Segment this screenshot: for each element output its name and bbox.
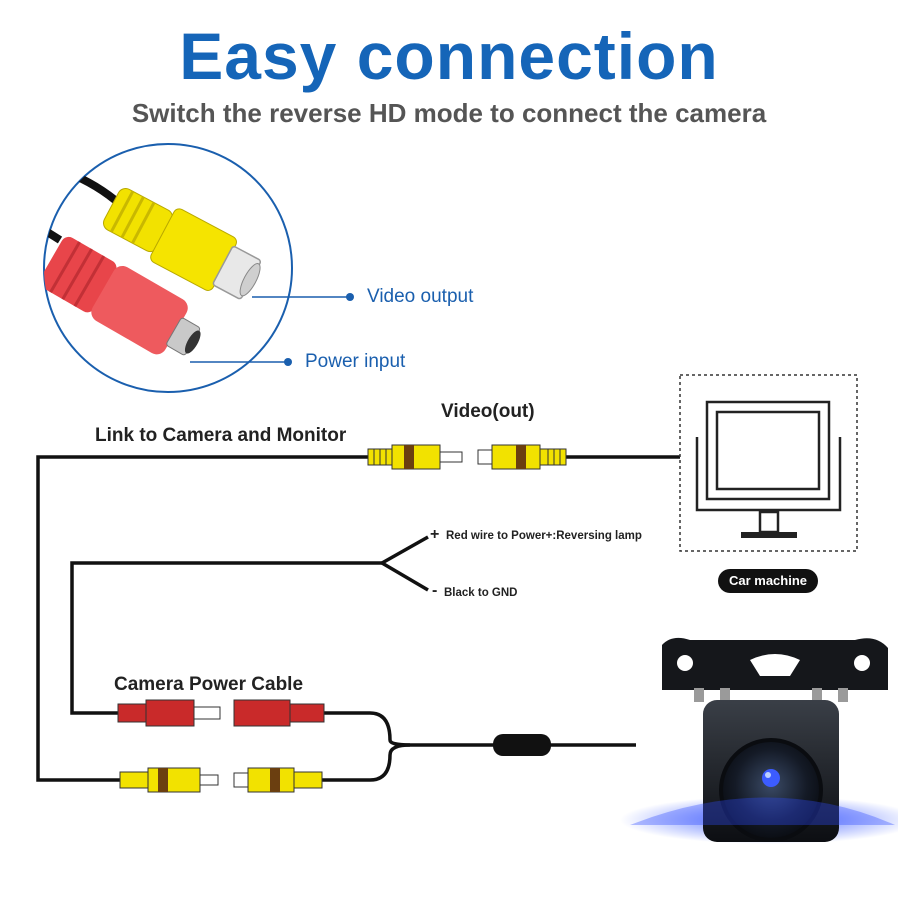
backup-camera (620, 637, 898, 844)
black-wire-label: Black to GND (444, 587, 518, 599)
rca-connector-top-male (367, 444, 463, 470)
plus-sign: + (430, 526, 440, 543)
rca-connector-top-female (477, 444, 567, 470)
yellow-rca-plug (102, 187, 262, 300)
video-output-callout: Video output (367, 286, 474, 307)
cable-junction (493, 734, 551, 756)
rca-connector-bottom-male (119, 767, 219, 793)
minus-sign: - (432, 582, 438, 599)
car-machine-monitor (679, 374, 858, 552)
rca-connector-bottom-female (233, 767, 323, 793)
wiring (36, 455, 680, 782)
power-connector-male (117, 699, 221, 727)
red-wire-label: Red wire to Power+:Reversing lamp (446, 530, 642, 542)
video-out-label: Video(out) (441, 401, 535, 422)
link-camera-monitor-label: Link to Camera and Monitor (95, 425, 347, 446)
page-subtitle: Switch the reverse HD mode to connect th… (131, 98, 767, 128)
power-connector-female (233, 699, 325, 727)
red-power-plug (44, 236, 201, 356)
page-title: Easy connection (179, 19, 719, 93)
power-input-callout: Power input (305, 351, 406, 372)
plug-closeup (43, 143, 354, 393)
camera-power-cable-label: Camera Power Cable (114, 674, 304, 695)
car-machine-label: Car machine (718, 569, 818, 593)
